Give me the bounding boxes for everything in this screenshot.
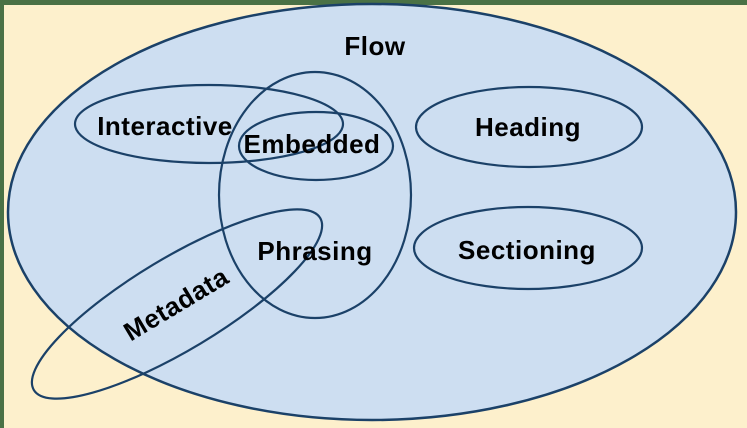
set-ellipse-interactive [73, 83, 345, 165]
label-phrasing: Phrasing [257, 236, 372, 266]
label-embedded: Embedded [244, 129, 381, 159]
window-frame-left [0, 0, 4, 428]
set-ellipse-embedded [237, 110, 395, 182]
set-ellipse-flow [6, 2, 738, 422]
set-ellipse-heading [414, 85, 644, 169]
set-ellipse-metadata [30, 208, 324, 400]
label-sectioning: Sectioning [458, 235, 596, 265]
label-heading: Heading [475, 112, 581, 142]
set-ellipse-phrasing [217, 70, 413, 320]
window-frame-top [0, 0, 747, 5]
label-interactive: Interactive [97, 111, 233, 141]
label-flow: Flow [344, 31, 405, 61]
set-ellipse-sectioning [412, 205, 644, 291]
